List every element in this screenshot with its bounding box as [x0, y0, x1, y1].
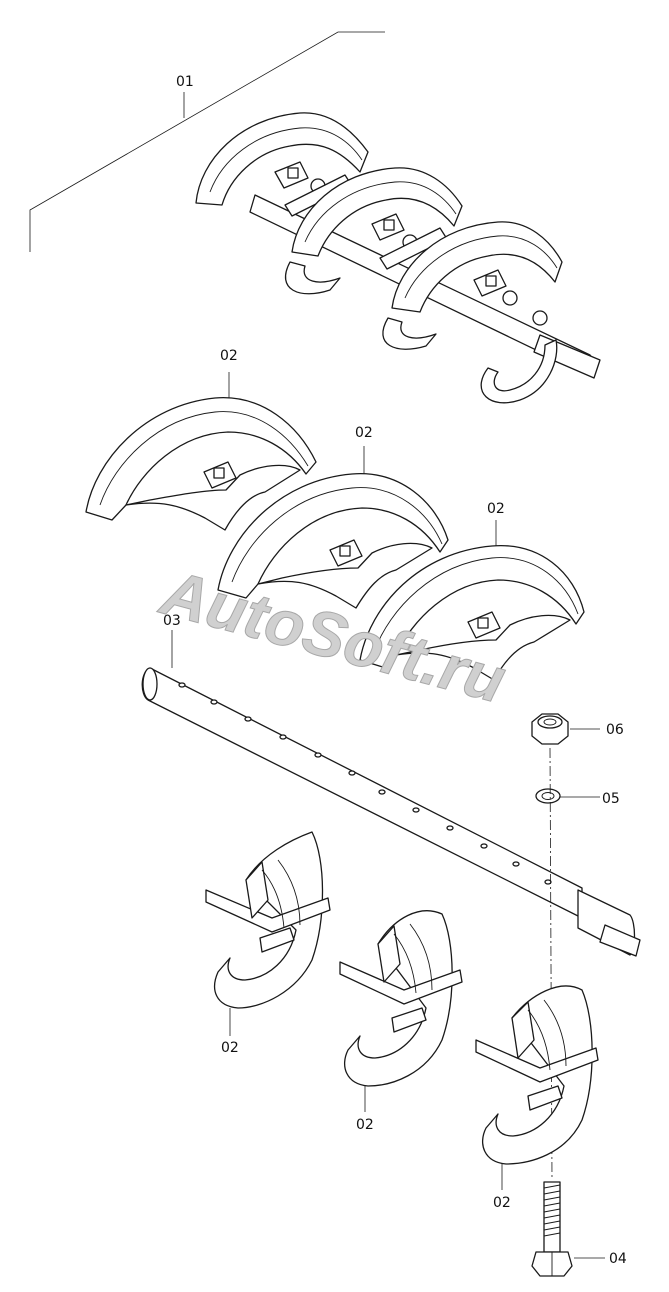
- washer: [535, 788, 561, 804]
- callout-washer: 05: [602, 791, 620, 807]
- leader-lines: [171, 372, 605, 1259]
- shaft: [141, 667, 641, 957]
- flight-segment-top-2: [217, 473, 449, 609]
- bolt-thread: [543, 1184, 561, 1237]
- callout-segment-bottom-3: 02: [493, 1195, 511, 1211]
- assembly-bracket-line: [29, 31, 385, 252]
- assembly-flight-3: [391, 221, 563, 313]
- callout-segment-top-2: 02: [355, 425, 373, 441]
- callout-shaft: 03: [163, 613, 181, 629]
- bolt: [531, 1181, 573, 1277]
- assembly-flight-2: [291, 167, 463, 257]
- assembly-flight-1: [195, 112, 369, 206]
- nut: [531, 713, 569, 745]
- callout-assembly: 01: [176, 74, 194, 90]
- callout-segment-bottom-2: 02: [356, 1117, 374, 1133]
- flight-segment-bottom-2: [339, 910, 463, 1087]
- shaft-holes: [178, 682, 552, 885]
- callout-nut: 06: [606, 722, 624, 738]
- callout-segment-bottom-1: 02: [221, 1040, 239, 1056]
- flight-segment-top-3: [359, 545, 585, 681]
- flight-segment-bottom-1: [205, 831, 331, 1009]
- callout-bolt: 04: [609, 1251, 627, 1267]
- flight-segment-bottom-3: [475, 985, 599, 1165]
- auger-assembly: [29, 31, 601, 404]
- callout-segment-top-3: 02: [487, 501, 505, 517]
- flight-segment-top-1: [85, 397, 317, 531]
- assembly-axis-line: [549, 747, 553, 1181]
- callout-labels: 01 02 02 02 03 06 05 02 02 02 04: [163, 74, 627, 1267]
- callout-segment-top-1: 02: [220, 348, 238, 364]
